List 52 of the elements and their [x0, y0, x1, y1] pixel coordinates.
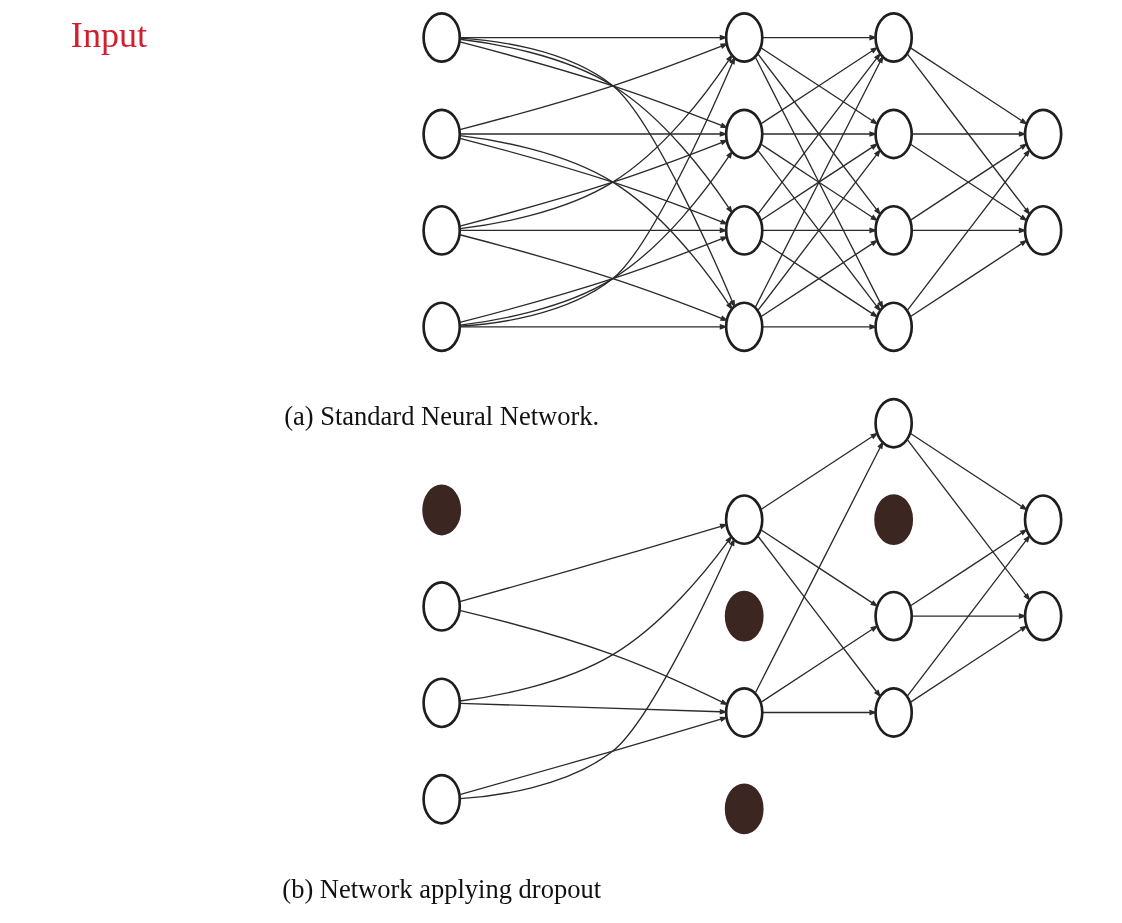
arrow [762, 323, 878, 330]
arrow [762, 34, 878, 41]
arrow [909, 432, 1028, 511]
node-circle [422, 484, 462, 536]
node-circle [724, 590, 764, 642]
label: (a) Standard Neural Network. [284, 401, 600, 432]
label: Input [70, 14, 148, 55]
arrow [911, 131, 1027, 137]
arrow [459, 38, 733, 214]
arrow [909, 239, 1028, 318]
node-circle [724, 687, 764, 738]
arrow [760, 529, 879, 607]
node-circle [422, 108, 462, 160]
arrow [760, 432, 879, 510]
node-circle [422, 204, 462, 256]
arrow [909, 528, 1028, 607]
node-circle [422, 581, 462, 632]
arrow [459, 535, 733, 702]
arrow [459, 523, 729, 603]
arrow [762, 709, 878, 716]
arrow [459, 537, 735, 800]
node-circle [422, 301, 462, 353]
arrow [459, 702, 728, 715]
arrow [459, 716, 729, 796]
node-circle [422, 12, 462, 63]
arrow [909, 625, 1028, 703]
arrow [906, 534, 1031, 698]
label: (b) Network applying dropout [282, 873, 602, 904]
arrow [459, 53, 733, 230]
arrow [906, 438, 1031, 602]
arrow [909, 47, 1028, 125]
arrow [459, 323, 728, 330]
arrow [762, 131, 878, 137]
arrow [906, 53, 1031, 216]
node-circle [874, 494, 914, 546]
arrow [911, 613, 1027, 619]
node-circle [874, 590, 914, 642]
node-circle [422, 773, 462, 825]
arrow [459, 131, 728, 137]
arrow [458, 609, 729, 706]
arrow [754, 440, 884, 694]
node-circle [724, 783, 764, 835]
node-circle [422, 677, 462, 729]
arrow [762, 227, 878, 234]
arrow [459, 227, 728, 234]
arrow [459, 34, 728, 41]
arrow [757, 535, 882, 698]
arrow [760, 625, 879, 703]
arrow [459, 150, 733, 326]
arrow [459, 135, 733, 311]
arrow [906, 148, 1031, 312]
arrow [911, 227, 1027, 234]
